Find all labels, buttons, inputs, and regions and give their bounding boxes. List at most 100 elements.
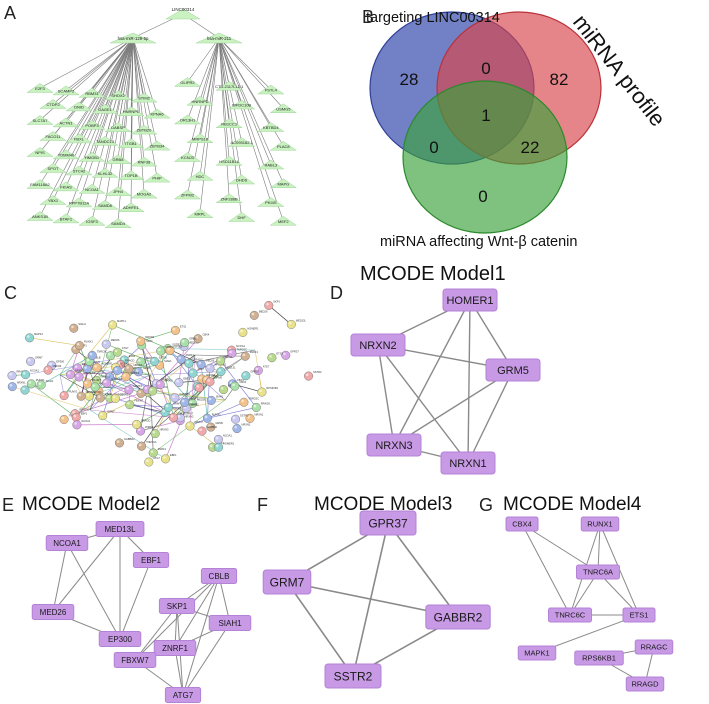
ppi-node-highlight [151,358,155,362]
gene-label: PLAC8 [277,144,290,149]
gene-label: E2F3 [35,86,45,91]
panel-b: B targeting LINC00314 miRNA profile miRN… [352,0,709,262]
edge [377,344,469,464]
gene-label: HSD11B1L [219,159,239,164]
gene-label: POBP3 [85,123,99,128]
ppi-node-label: RRAGD [141,418,150,422]
gene-node-shape [104,186,132,196]
root-lncrna-node: LINC00314 [165,7,201,20]
ppi-node-highlight [283,352,286,356]
ppi-node-label: ETS1 [129,354,136,358]
gene-node-hsd11b1l: HSD11B1L [215,155,243,166]
ppi-node-highlight [199,376,202,379]
ppi-node-highlight [103,341,107,345]
ppi-node-label: ZNRF1 [158,447,167,451]
ppi-node-label: MED26 [111,338,120,342]
ppi-node-circle [218,385,228,395]
edge [132,37,158,146]
mcode-model3-title: MCODE Model3 [314,494,453,515]
ppi-node-circle [82,379,92,389]
ppi-node-circle [150,429,160,439]
node-label: GABBR2 [434,610,483,624]
ppi-node-circle [251,402,261,412]
ppi-node-label: NCOA1 [30,369,39,373]
node-box [505,516,539,532]
gene-node-stc42: STC42 [65,165,93,176]
ppi-node: RRAGD [132,418,151,429]
edge [132,37,158,178]
ppi-node: FBXW7 [125,399,144,410]
ppi-node-highlight [162,409,166,413]
gene-node-fam118a2: FAM118A2 [26,179,54,189]
gene-node-shape [26,179,54,189]
gene-label: FSTL4 [265,88,278,93]
gene-node-shape [269,140,298,151]
ppi-node-circle [112,347,122,357]
ppi-node-highlight [162,456,166,459]
edge [52,37,134,201]
ppi-node-highlight [176,379,179,383]
gene-label: KCNJ3 [181,155,194,160]
ppi-node-label: SIAH1 [225,355,233,359]
ppi-node-highlight [76,342,80,346]
node-label: EBF1 [141,556,162,565]
ppi-edge [89,409,174,418]
ppi-node-highlight [106,374,110,377]
node-gabbr2: GABBR2 [425,604,491,630]
gene-node-gage1: GAGE1 [91,103,119,114]
gene-label: GLIPR2 [180,80,195,85]
ppi-node-label: ETS1 [180,324,187,328]
node-cbx4: CBX4 [505,516,539,532]
ppi-node-label: MAPK1 [34,332,43,336]
ppi-node-label: NRXN3 [145,335,154,339]
ppi-node: ATG7 [144,456,160,467]
ppi-node-highlight [186,360,189,364]
gene-node-shape [26,83,54,93]
gene-label: MRPS18 [192,136,209,141]
ppi-node-circle [25,333,35,343]
ppi-node-circle [155,380,165,390]
node-box [359,510,417,536]
ppi-node-circle [239,397,249,407]
ppi-node-highlight [266,302,269,306]
mirna-label: hsa-miR-211 [207,36,232,41]
ppi-node-highlight [253,404,257,408]
ppi-node-circle [124,364,134,374]
ppi-edge [109,350,161,361]
ppi-node-circle [110,393,120,403]
gene-node-rb1cc1: RB1CC1 [215,118,243,128]
gene-node-kpna6: KPNA6 [143,108,171,119]
ppi-node-label: EBF1 [81,411,88,415]
ppi-node: CBLB [168,412,185,423]
edge [134,575,220,661]
ppi-node-label: CBLB [94,355,101,359]
ppi-node-label: HOMER1 [101,362,113,366]
ppi-node-circle [132,419,142,429]
panel-c: C SKP1CBLBSIAH1ZNRF1FBXW7ATG7EP300NCOA1M… [0,280,330,470]
gene-node-shape [39,99,67,109]
node-gpr37: GPR37 [359,510,417,536]
gene-label: USMG5 [276,106,291,111]
network-edges [39,13,284,224]
ppi-node-highlight [9,372,12,376]
ppi-node-label: MED26 [197,397,206,401]
ppi-edge [268,305,292,325]
gene-node-phip: PHIP [143,172,171,183]
ppi-node-label: NRXN3 [160,428,169,432]
panel-f-label: F [257,495,268,515]
ppi-node-highlight [207,379,210,382]
node-box [485,358,541,382]
gene-node-itgb1: ITGB1 [117,138,145,148]
ppi-node-highlight [123,374,126,377]
ppi-node-label: MED13L [296,318,307,322]
ppi-edge [141,345,157,384]
ppi-node-label: TNRC6C [236,347,247,351]
ppi-node-highlight [209,444,213,448]
mirna-label: hsa-miR-129-5p [118,36,149,41]
panel-g-label: G [479,495,494,515]
gene-node-shape [91,103,119,114]
gene-label: SHOX2 [111,93,125,98]
node-box [158,598,196,614]
